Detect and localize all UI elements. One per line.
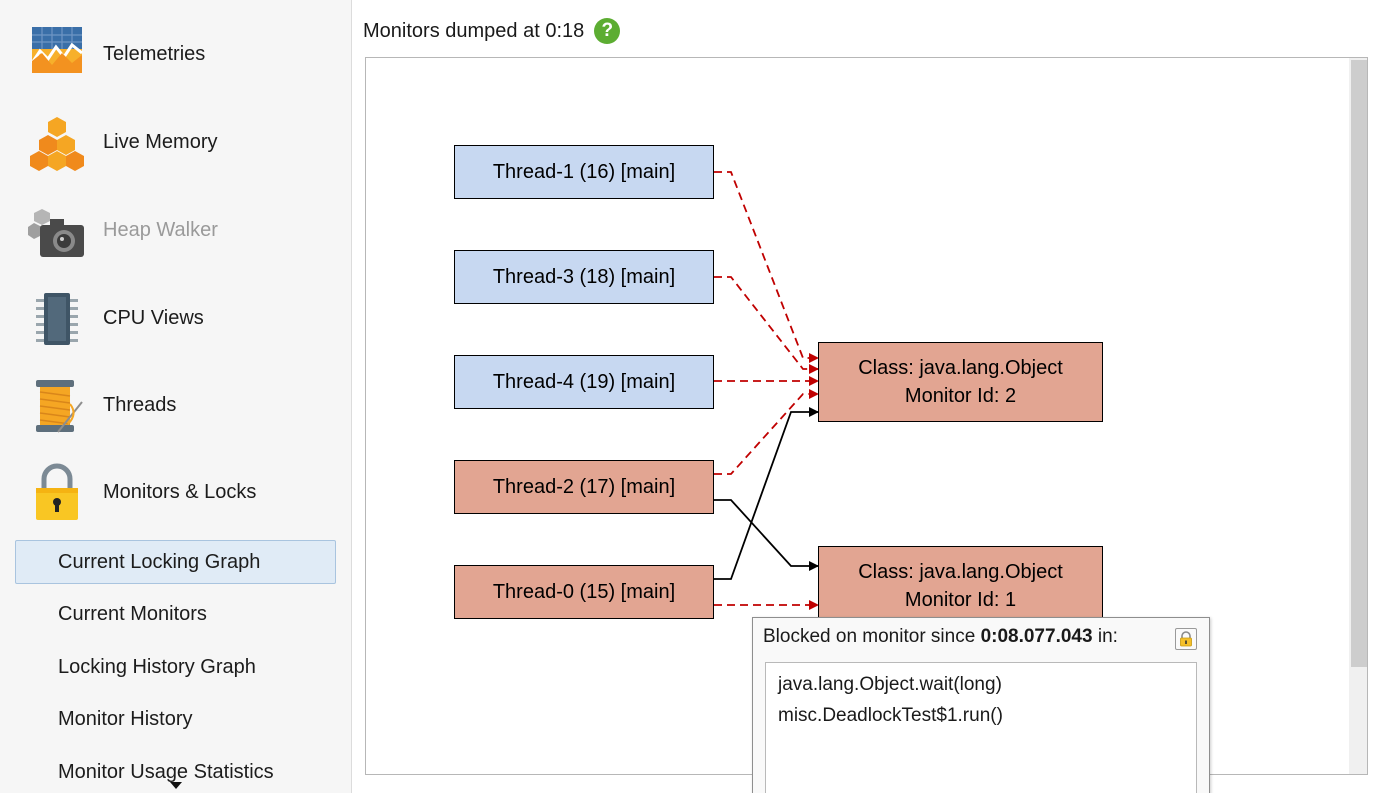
monitor-class-label: Class: java.lang.Object — [858, 357, 1063, 379]
graph-edges — [714, 171, 819, 610]
telemetries-icon — [30, 27, 83, 73]
sidebar: Telemetries Live Memory Heap Walker — [0, 0, 352, 793]
edge-thread0-monitor2 — [714, 407, 819, 580]
thread-node[interactable]: Thread-0 (15) [main] — [454, 565, 714, 619]
lock-pin-icon[interactable] — [1175, 628, 1197, 650]
nav-label-heap-walker: Heap Walker — [103, 218, 218, 241]
view-header: Monitors dumped at 0:18 ? — [363, 16, 621, 46]
cpu-views-icon — [36, 293, 78, 345]
monitor-node[interactable]: Class: java.lang.Object Monitor Id: 2 — [818, 342, 1103, 422]
nav-item-heap-walker[interactable]: Heap Walker — [0, 190, 351, 270]
thread-node[interactable]: Thread-4 (19) [main] — [454, 355, 714, 409]
nav-label-cpu-views: CPU Views — [103, 306, 204, 329]
dump-title: Monitors dumped at 0:18 — [363, 19, 585, 42]
stack-trace-box[interactable]: java.lang.Object.wait(long) misc.Deadloc… — [765, 662, 1197, 793]
tooltip-heading: Blocked on monitor since 0:08.077.043 in… — [763, 626, 1118, 648]
thread-node[interactable]: Thread-2 (17) [main] — [454, 460, 714, 514]
blocked-tooltip: Blocked on monitor since 0:08.077.043 in… — [752, 617, 1210, 793]
blocked-since-time: 0:08.077.043 — [980, 626, 1093, 647]
thread-node[interactable]: Thread-1 (16) [main] — [454, 145, 714, 199]
sub-item-monitor-usage-statistics[interactable]: Monitor Usage Statistics — [58, 760, 274, 783]
scroll-down-arrow-icon[interactable] — [170, 782, 182, 789]
nav-item-live-memory[interactable]: Live Memory — [0, 102, 351, 182]
nav-label-threads: Threads — [103, 393, 177, 416]
edge-thread2-monitor2 — [714, 389, 819, 475]
sub-item-current-locking-graph[interactable]: Current Locking Graph — [15, 540, 336, 584]
threads-icon — [36, 380, 83, 433]
nav-label-live-memory: Live Memory — [103, 130, 218, 153]
thread-node[interactable]: Thread-3 (18) [main] — [454, 250, 714, 304]
sub-item-monitor-history[interactable]: Monitor History — [58, 707, 193, 730]
stack-frame[interactable]: misc.DeadlockTest$1.run() — [778, 705, 1003, 726]
vertical-scrollbar[interactable] — [1349, 58, 1367, 774]
live-memory-icon — [30, 117, 84, 171]
nav-item-cpu-views[interactable]: CPU Views — [0, 278, 351, 358]
monitor-id-label: Monitor Id: 1 — [904, 589, 1017, 611]
nav-item-monitors-locks[interactable]: Monitors & Locks — [0, 452, 351, 532]
nav-item-threads[interactable]: Threads — [0, 365, 351, 445]
tooltip-suffix: in: — [1092, 626, 1118, 647]
help-icon[interactable]: ? — [594, 18, 621, 44]
edge-thread2-monitor1 — [714, 499, 819, 571]
heap-walker-icon — [28, 209, 84, 257]
monitor-node[interactable]: Class: java.lang.Object Monitor Id: 1 — [818, 546, 1103, 626]
sub-item-locking-history-graph[interactable]: Locking History Graph — [58, 655, 256, 678]
monitor-class-label: Class: java.lang.Object — [858, 561, 1063, 583]
nav-label-monitors-locks: Monitors & Locks — [103, 480, 257, 503]
stack-frame[interactable]: java.lang.Object.wait(long) — [778, 674, 1002, 695]
edge-thread1-monitor2 — [714, 171, 819, 363]
monitor-id-label: Monitor Id: 2 — [904, 385, 1017, 407]
monitors-locks-icon — [36, 463, 78, 520]
scrollbar-thumb[interactable] — [1351, 60, 1367, 667]
nav-label-telemetries: Telemetries — [103, 42, 206, 65]
sub-item-current-monitors[interactable]: Current Monitors — [58, 602, 207, 625]
tooltip-prefix: Blocked on monitor since — [763, 626, 981, 647]
nav-item-telemetries[interactable]: Telemetries — [0, 14, 351, 94]
